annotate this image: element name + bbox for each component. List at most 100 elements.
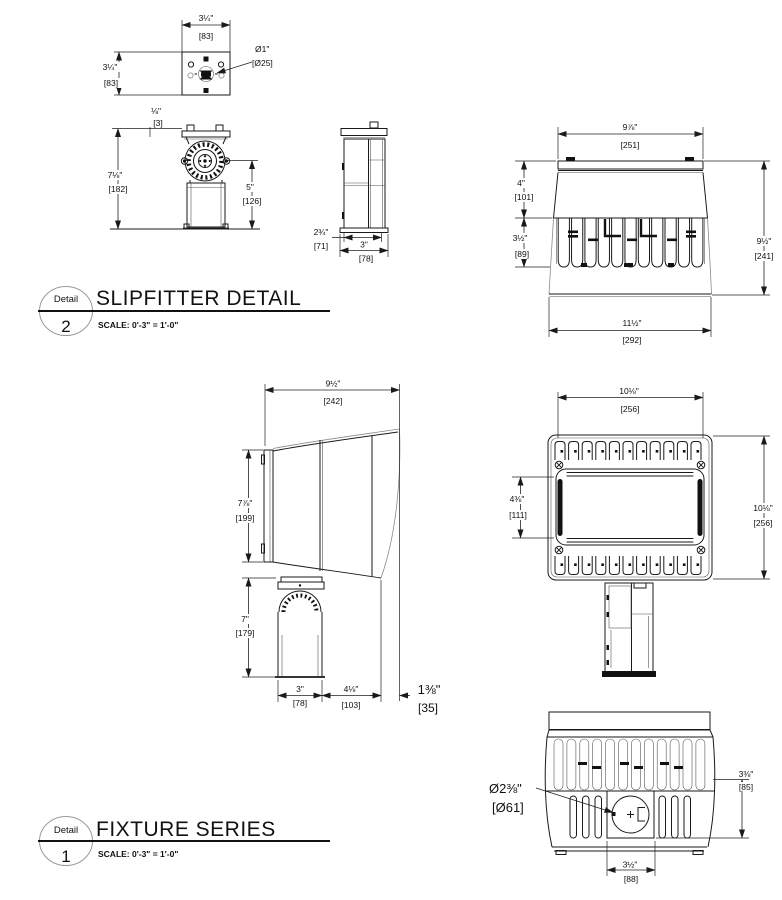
dim-text: 4⅜" bbox=[510, 494, 525, 504]
dim-slipfitter-height: 7⅛" [182] bbox=[103, 128, 132, 230]
view-title: FIXTURE SERIES bbox=[96, 818, 276, 841]
callout-slipfitter-hole: Ø1" [Ø25] bbox=[216, 44, 273, 74]
dim-text: 10⅛" bbox=[619, 386, 639, 396]
detail-label: Detail bbox=[54, 825, 78, 836]
view-scale: SCALE: 0'-3" = 1'-0" bbox=[98, 320, 178, 330]
dim-text-mm: [251] bbox=[621, 140, 640, 150]
dim-text-mm: [111] bbox=[509, 510, 527, 520]
dim-text-mm: [85] bbox=[739, 782, 753, 792]
slipfitter-top-view: 3¼" [83] 3¼" [83] Ø1" [Ø25] bbox=[98, 13, 273, 96]
dim-text: 3½" bbox=[623, 860, 638, 870]
callout-text: Ø1" bbox=[255, 44, 269, 54]
detail-number: 1 bbox=[61, 847, 70, 866]
dim-slipfitter-inner: 5" [126] bbox=[226, 160, 266, 230]
detail-label: Detail bbox=[54, 294, 78, 305]
dim-text-mm: [83] bbox=[104, 78, 118, 88]
dim-text-mm: [126] bbox=[243, 196, 262, 206]
dim-text: 3½" bbox=[513, 233, 528, 243]
lens-frame bbox=[263, 449, 274, 563]
dim-text: 5" bbox=[246, 182, 254, 192]
dim-side-pole-height: 7" [179] bbox=[231, 577, 276, 678]
dim-text-mm: [101] bbox=[515, 192, 534, 202]
dim-text: 9⅞" bbox=[623, 122, 638, 132]
bottom-fin-loops bbox=[553, 738, 706, 791]
dim-text-mm: [256] bbox=[754, 518, 773, 528]
lens-opening bbox=[555, 468, 705, 546]
view-scale: SCALE: 0'-3" = 1'-0" bbox=[98, 849, 178, 859]
dim-rear-fin-height: 3½" [89] bbox=[509, 217, 550, 268]
callout-text-mm: [Ø61] bbox=[492, 800, 524, 815]
dim-text: 7⅛" bbox=[108, 170, 123, 180]
dim-text: 11½" bbox=[623, 318, 642, 328]
dim-text-mm: [179] bbox=[236, 628, 255, 638]
dim-slipfitter-lip: ⅛" [3] bbox=[112, 106, 182, 137]
dim-text: 3" bbox=[296, 684, 304, 694]
dim-text-mm: [83] bbox=[199, 31, 213, 41]
dim-text: 3" bbox=[360, 240, 368, 250]
callout-bottom-hole: Ø2⅜" [Ø61] bbox=[489, 781, 614, 815]
detail-2-title-block: Detail 2 SLIPFITTER DETAIL SCALE: 0'-3" … bbox=[38, 286, 330, 336]
dim-rear-base-width: 11½" [292] bbox=[548, 297, 712, 345]
dim-text: 1⅜" bbox=[418, 682, 441, 697]
dim-rear-top-width: 9⅞" [251] bbox=[557, 122, 704, 159]
screw-icon bbox=[696, 545, 706, 555]
dim-text: 2¾" bbox=[314, 227, 329, 237]
dim-text: 7" bbox=[241, 614, 249, 624]
dim-text: ⅛" bbox=[151, 106, 161, 116]
detail-number: 2 bbox=[61, 317, 70, 336]
callout-text-mm: [Ø25] bbox=[252, 58, 273, 68]
screw-icon bbox=[554, 460, 564, 470]
dim-front-lens-height: 4⅜" [111] bbox=[505, 476, 554, 539]
dim-front-height: 10⅛" [256] bbox=[713, 435, 777, 580]
fixture-side-view: 9½" [242] 7⅞" [199] 7" [179] bbox=[231, 379, 441, 715]
dim-text-mm: [78] bbox=[359, 254, 373, 264]
dim-text: 4⅛" bbox=[344, 684, 359, 694]
dim-bottom-box: 3½" [88] bbox=[606, 841, 656, 884]
front-pole bbox=[602, 582, 656, 677]
front-top-louvers bbox=[554, 441, 702, 461]
dim-text-mm: [3] bbox=[153, 118, 162, 128]
dim-text: 9½" bbox=[757, 236, 772, 246]
callout-text: Ø2⅜" bbox=[489, 781, 522, 796]
dim-text-mm: [89] bbox=[515, 249, 529, 259]
slipfitter-hole-outline bbox=[198, 66, 214, 82]
dim-rear-height: 9½" [241] bbox=[704, 160, 778, 296]
dim-side-bottom: 3" [78] 4⅛" [103] 1⅜" [35] bbox=[277, 580, 441, 715]
slipfitter-side-view: 2¾" [71] 3" [78] bbox=[314, 121, 389, 264]
dim-text: 4" bbox=[517, 178, 525, 188]
dim-text: 9½" bbox=[326, 379, 341, 389]
dim-text: 3⅜" bbox=[739, 769, 754, 779]
detail-1-title-block: Detail 1 FIXTURE SERIES SCALE: 0'-3" = 1… bbox=[38, 816, 330, 866]
dim-rear-upper-height: 4" [101] bbox=[511, 160, 556, 219]
dim-side-lens-height: 7⅞" [199] bbox=[232, 449, 263, 563]
dim-text-mm: [292] bbox=[623, 335, 642, 345]
dim-slipfitter-base-width: 3" [78] bbox=[339, 234, 389, 264]
dim-text: 3¼" bbox=[103, 62, 118, 72]
knuckle-arc bbox=[278, 590, 322, 613]
dim-text-mm: [241] bbox=[755, 251, 774, 261]
dim-slipfitter-body-width: 2¾" [71] bbox=[314, 227, 382, 251]
dim-slipfitter-top-width: 3¼" [83] bbox=[181, 13, 231, 52]
dim-text-mm: [199] bbox=[236, 513, 255, 523]
dim-text-mm: [256] bbox=[621, 404, 640, 414]
dim-text: 3¼" bbox=[199, 13, 214, 23]
dim-text: 7⅞" bbox=[238, 498, 253, 508]
view-title: SLIPFITTER DETAIL bbox=[96, 287, 301, 310]
dim-text-mm: [242] bbox=[324, 396, 343, 406]
dim-text: 10⅛" bbox=[753, 503, 773, 513]
dim-bottom-inset: 3⅜" [85] bbox=[656, 769, 757, 839]
bottom-mount-plate bbox=[606, 790, 655, 839]
dim-text-mm: [88] bbox=[624, 874, 638, 884]
dim-text-mm: [71] bbox=[314, 241, 328, 251]
slipfitter-front-view: ⅛" [3] 7⅛" [182] 5" [126] bbox=[103, 106, 266, 230]
dim-text-mm: [103] bbox=[342, 700, 361, 710]
dim-text-mm: [35] bbox=[418, 701, 438, 715]
dim-text-mm: [182] bbox=[109, 184, 128, 194]
screw-icon bbox=[696, 460, 706, 470]
fixture-rear-view: 9⅞" [251] 4" [101] 3½" [89] 9½" bbox=[509, 122, 778, 345]
fixture-front-view: 10⅛" [256] 4⅜" [111] 10⅛" [256] bbox=[505, 386, 777, 677]
dim-front-width: 10⅛" [256] bbox=[557, 386, 704, 438]
rear-heatsink-fins bbox=[557, 218, 704, 268]
